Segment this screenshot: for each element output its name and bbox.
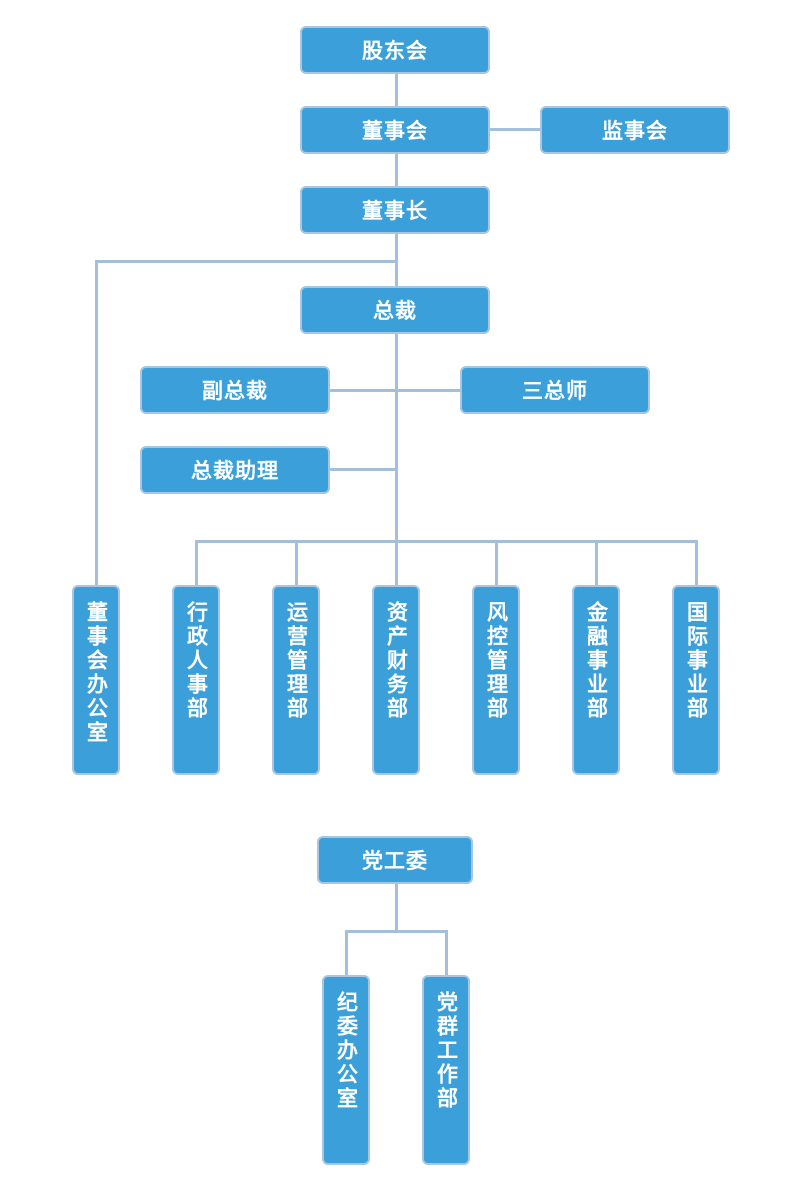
- department-node-operations: 运营管理部: [272, 585, 320, 775]
- department-node-risk-control: 风控管理部: [472, 585, 520, 775]
- party-unit-label: 党群工作部: [434, 991, 459, 1111]
- party-unit-node-discipline-office: 纪委办公室: [322, 975, 370, 1165]
- connector-party-drop-1: [345, 930, 348, 976]
- connector-chairman-trunk: [395, 233, 398, 542]
- connector-board-chairman: [395, 153, 398, 187]
- board-node: 董事会: [300, 106, 490, 154]
- connector-shareholders-board: [395, 73, 398, 107]
- connector-party-trunk: [395, 883, 398, 933]
- department-node-admin-hr: 行政人事部: [172, 585, 220, 775]
- president-assistant-node: 总裁助理: [140, 446, 330, 494]
- connector-dept-drop-6: [695, 540, 698, 586]
- connector-chairman-office-branch: [95, 260, 398, 263]
- department-label: 金融事业部: [584, 601, 609, 721]
- connector-party-bus: [345, 930, 448, 933]
- connector-dept-drop-3: [395, 540, 398, 586]
- department-label: 国际事业部: [684, 601, 709, 721]
- department-node-international: 国际事业部: [672, 585, 720, 775]
- connector-party-drop-2: [445, 930, 448, 976]
- party-unit-node-mass-work: 党群工作部: [422, 975, 470, 1165]
- department-label: 运营管理部: [284, 601, 309, 721]
- shareholders-node: 股东会: [300, 26, 490, 74]
- connector-board-office-drop: [95, 260, 98, 586]
- party-committee-node: 党工委: [317, 836, 473, 884]
- president-node: 总裁: [300, 286, 490, 334]
- department-label: 董事会办公室: [84, 601, 109, 745]
- connector-dept-drop-4: [495, 540, 498, 586]
- department-label: 行政人事部: [184, 601, 209, 721]
- connector-assistant: [329, 468, 398, 471]
- three-chiefs-node: 三总师: [460, 366, 650, 414]
- connector-dept-drop-1: [195, 540, 198, 586]
- department-node-asset-finance: 资产财务部: [372, 585, 420, 775]
- department-label: 资产财务部: [384, 601, 409, 721]
- connector-vp-chiefs: [329, 389, 461, 392]
- connector-departments-bus: [195, 540, 698, 543]
- supervisors-node: 监事会: [540, 106, 730, 154]
- connector-dept-drop-2: [295, 540, 298, 586]
- department-node-board-office: 董事会办公室: [72, 585, 120, 775]
- connector-dept-drop-5: [595, 540, 598, 586]
- vice-president-node: 副总裁: [140, 366, 330, 414]
- connector-board-supervisors: [489, 128, 541, 131]
- party-unit-label: 纪委办公室: [334, 991, 359, 1111]
- chairman-node: 董事长: [300, 186, 490, 234]
- department-label: 风控管理部: [484, 601, 509, 721]
- department-node-finance-business: 金融事业部: [572, 585, 620, 775]
